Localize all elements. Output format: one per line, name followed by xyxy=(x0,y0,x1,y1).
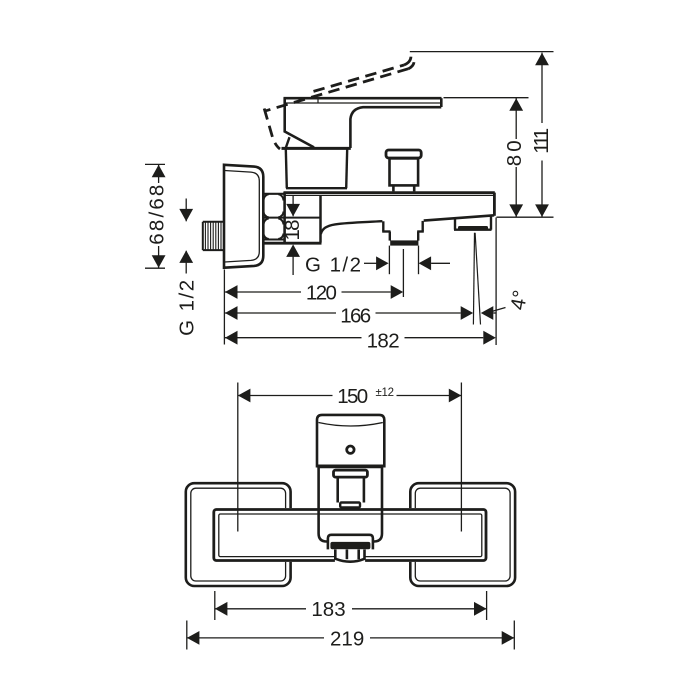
svg-text:111: 111 xyxy=(530,128,553,154)
svg-text:G 1/2: G 1/2 xyxy=(175,280,198,336)
svg-text:166: 166 xyxy=(340,305,371,328)
svg-text:182: 182 xyxy=(367,329,400,352)
svg-text:G 1/2: G 1/2 xyxy=(305,253,361,276)
svg-text:120: 120 xyxy=(306,282,337,305)
svg-text:18: 18 xyxy=(281,220,304,241)
svg-text:219: 219 xyxy=(330,627,364,650)
svg-text:4°: 4° xyxy=(506,288,532,311)
svg-text:183: 183 xyxy=(311,598,345,621)
svg-text:150: 150 xyxy=(337,385,368,408)
svg-text:68/68: 68/68 xyxy=(146,185,169,245)
svg-text:±12: ±12 xyxy=(376,387,395,399)
